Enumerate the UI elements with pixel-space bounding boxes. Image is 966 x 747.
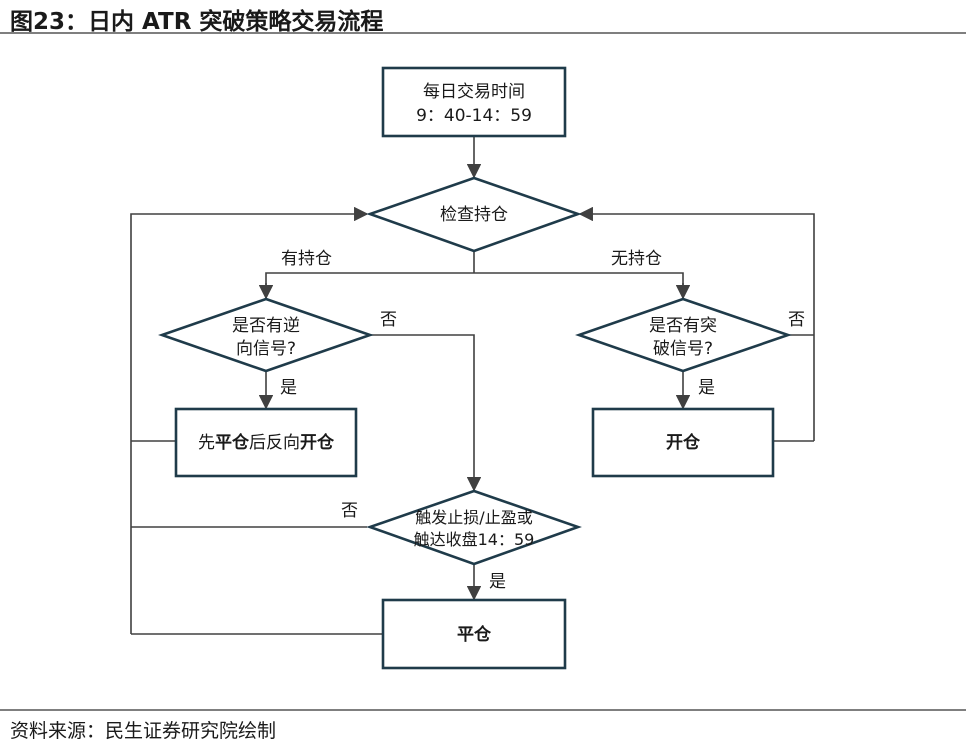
check-position-diamond [366, 176, 582, 253]
edge-left-loop [130, 206, 369, 634]
has-position-label: 有持仓 [281, 249, 332, 269]
footer-divider [0, 709, 966, 711]
page-title: 图23：日内 ATR 突破策略交易流程 [10, 9, 384, 35]
check-position-label: 检查持仓 [440, 205, 508, 225]
reverse-action-label: 先平仓后反向开仓 [198, 432, 335, 453]
stop-check-diamond [366, 489, 582, 566]
source-note: 资料来源：民生证券研究院绘制 [10, 720, 277, 742]
close-action-label: 平仓 [457, 624, 492, 645]
reverse-signal-line2: 向信号? [236, 339, 296, 359]
breakout-signal-diamond [575, 297, 793, 373]
start-box [381, 66, 567, 138]
connectors [130, 136, 815, 635]
title-divider [0, 32, 966, 34]
reverse-action-part4: 开仓 [300, 432, 335, 453]
close-action-box [381, 598, 567, 670]
open-action-box [591, 407, 775, 478]
start-line2: 9：40-14：59 [416, 106, 532, 126]
breakout-yes-label: 是 [698, 378, 715, 398]
reverse-action-part1: 先 [198, 433, 215, 453]
edge-split [265, 272, 684, 298]
stop-check-line1: 触发止损/止盈或 [415, 508, 532, 527]
reverse-action-box [174, 407, 358, 478]
edge-right-loop [578, 206, 815, 441]
reverse-signal-line1: 是否有逆 [232, 316, 300, 336]
breakout-no-label: 否 [788, 310, 805, 330]
reverse-no-label: 否 [380, 310, 397, 330]
no-position-label: 无持仓 [611, 249, 662, 269]
reverse-yes-label: 是 [280, 378, 297, 398]
open-action-label: 开仓 [666, 432, 701, 453]
reverse-action-part3: 后反向 [249, 433, 300, 453]
breakout-signal-line1: 是否有突 [649, 316, 717, 336]
reverse-signal-diamond [158, 297, 374, 373]
edge-reverse-no [371, 334, 482, 492]
stop-yes-label: 是 [489, 572, 506, 592]
start-line1: 每日交易时间 [423, 82, 525, 102]
breakout-signal-line2: 破信号? [653, 339, 713, 359]
stop-check-line2: 触达收盘14：59 [414, 530, 535, 549]
reverse-action-part2: 平仓 [215, 432, 250, 453]
stop-no-label: 否 [341, 501, 358, 521]
